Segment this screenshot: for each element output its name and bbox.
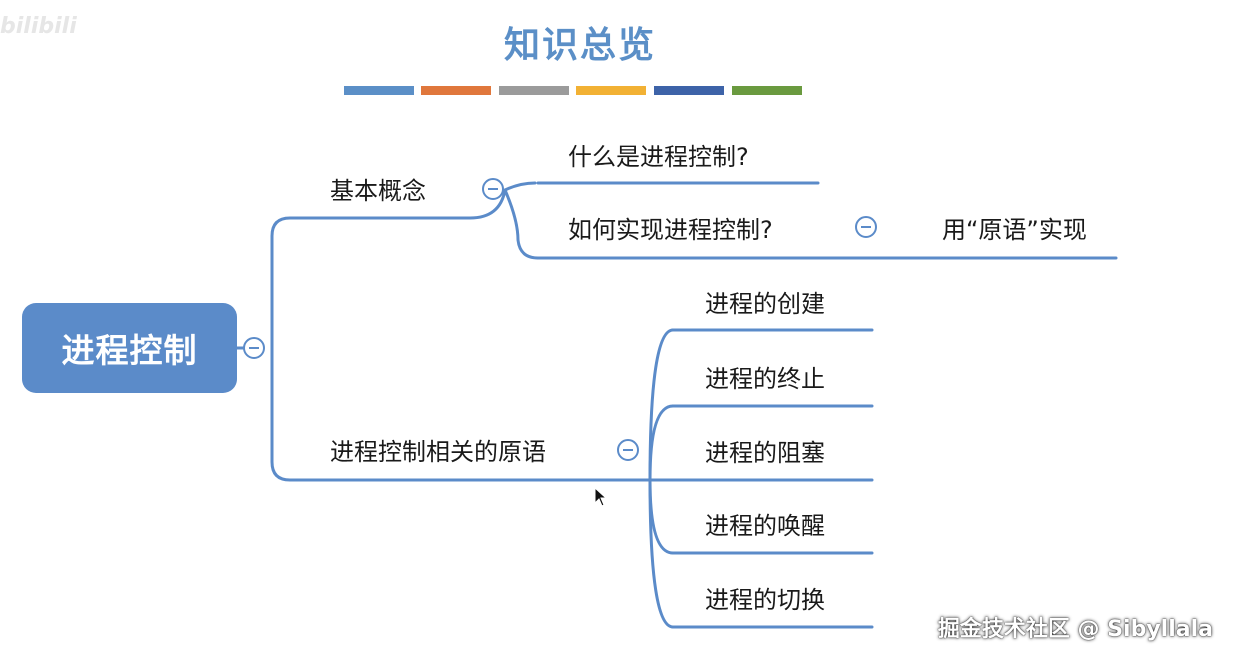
fork-2 bbox=[648, 404, 675, 482]
node-related-primitives[interactable]: 进程控制相关的原语 bbox=[330, 438, 546, 466]
bilibili-logo: bilibili bbox=[0, 14, 77, 39]
node-process-terminate[interactable]: 进程的终止 bbox=[705, 365, 825, 393]
color-bar-6 bbox=[732, 86, 802, 95]
node-process-block[interactable]: 进程的阻塞 bbox=[705, 439, 825, 467]
collapse-icon-root[interactable] bbox=[243, 337, 265, 359]
node-process-wakeup[interactable]: 进程的唤醒 bbox=[705, 512, 825, 540]
page-title: 知识总览 bbox=[503, 25, 656, 66]
trunk-line bbox=[270, 216, 300, 482]
color-bar-5 bbox=[654, 86, 724, 95]
color-bar-2 bbox=[421, 86, 491, 95]
color-bar-3 bbox=[499, 86, 569, 95]
basic-to-fork bbox=[468, 188, 507, 220]
node-basic-concept[interactable]: 基本概念 bbox=[330, 177, 426, 205]
fork-5 bbox=[648, 478, 675, 629]
node-what-is-process-control[interactable]: 什么是进程控制? bbox=[568, 143, 749, 171]
node-implement-with-primitives[interactable]: 用“原语”实现 bbox=[942, 216, 1087, 244]
fork-4 bbox=[648, 478, 675, 555]
color-bar-1 bbox=[344, 86, 414, 95]
node-process-create[interactable]: 进程的创建 bbox=[705, 290, 825, 318]
node-how-to-implement[interactable]: 如何实现进程控制? bbox=[568, 216, 773, 244]
node-process-switch[interactable]: 进程的切换 bbox=[705, 586, 825, 614]
mouse-cursor-icon bbox=[594, 487, 608, 507]
collapse-icon-primitives[interactable] bbox=[617, 439, 639, 461]
color-bar-4 bbox=[576, 86, 646, 95]
watermark: 掘金技术社区 @ Sibyllala bbox=[937, 617, 1213, 642]
collapse-icon-how[interactable] bbox=[855, 216, 877, 238]
collapse-icon-basic[interactable] bbox=[482, 178, 504, 200]
root-node[interactable]: 进程控制 bbox=[22, 303, 237, 393]
basic-fork bbox=[503, 181, 540, 260]
